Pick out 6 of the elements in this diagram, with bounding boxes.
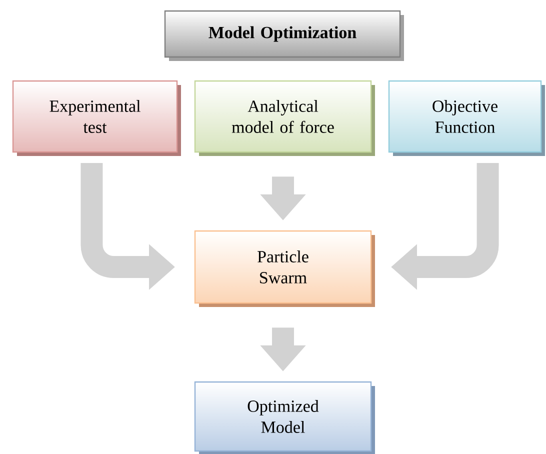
- process-box: Experimental test: [12, 80, 181, 156]
- process-box: Analytical model of force: [194, 80, 375, 156]
- process-box: Objective Function: [388, 80, 545, 156]
- title-box: Model Optimization: [164, 10, 404, 61]
- process-box: Optimized Model: [194, 381, 375, 454]
- process-box: Particle Swarm: [194, 230, 375, 307]
